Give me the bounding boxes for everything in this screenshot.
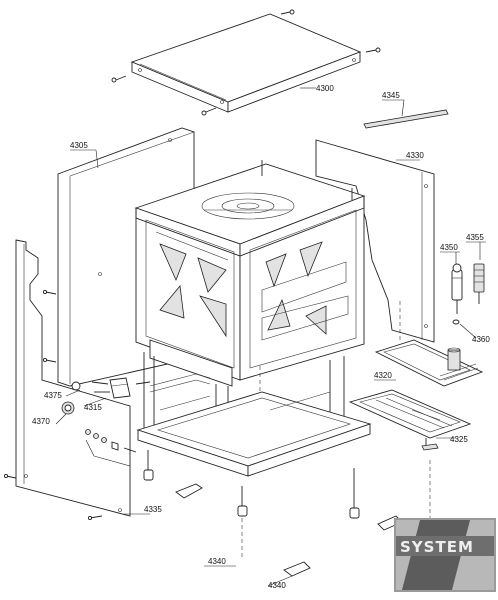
part-label-4335: 4335 [144,505,162,514]
part-label-4300: 4300 [316,84,334,93]
part-label-4340: 4340 [208,557,226,566]
part-label-4325: 4325 [450,435,468,444]
part-label-4320: 4320 [374,371,392,380]
top-cover-panel [130,13,362,113]
system-logo: SYSTEM [394,518,496,592]
part-label-4360: 4360 [472,335,490,344]
filter-tray [374,339,484,387]
adjustable-foot [143,450,360,519]
nozzle-jet [473,263,485,304]
ring-gasket [71,381,81,391]
part-label-4305: 4305 [70,141,88,150]
part-label-4315: 4315 [84,403,102,412]
part-label-4355: 4355 [466,233,484,242]
logo-text: SYSTEM [400,538,474,556]
fastener-set [85,429,137,467]
cover-screw [111,9,381,116]
right-side-panel [315,139,435,343]
front-left-plate [15,239,131,517]
knob-dial [61,401,75,415]
part-label-4330: 4330 [406,151,424,160]
part-label-4370: 4370 [32,417,50,426]
o-ring [452,319,477,339]
seal-strip [363,109,449,129]
plate-screw [3,473,103,521]
base-frame [136,352,372,477]
basket-rack [348,389,472,451]
part-label-4350: 4350 [440,243,458,252]
part-label-4375: 4375 [44,391,62,400]
panel-screw [42,289,57,363]
cabinet-frame [134,160,366,387]
part-label-4345: 4345 [382,91,400,100]
part-label-4340-bracket: 4340 [268,581,286,590]
control-block [91,377,151,399]
filter-cartridge [451,263,463,314]
